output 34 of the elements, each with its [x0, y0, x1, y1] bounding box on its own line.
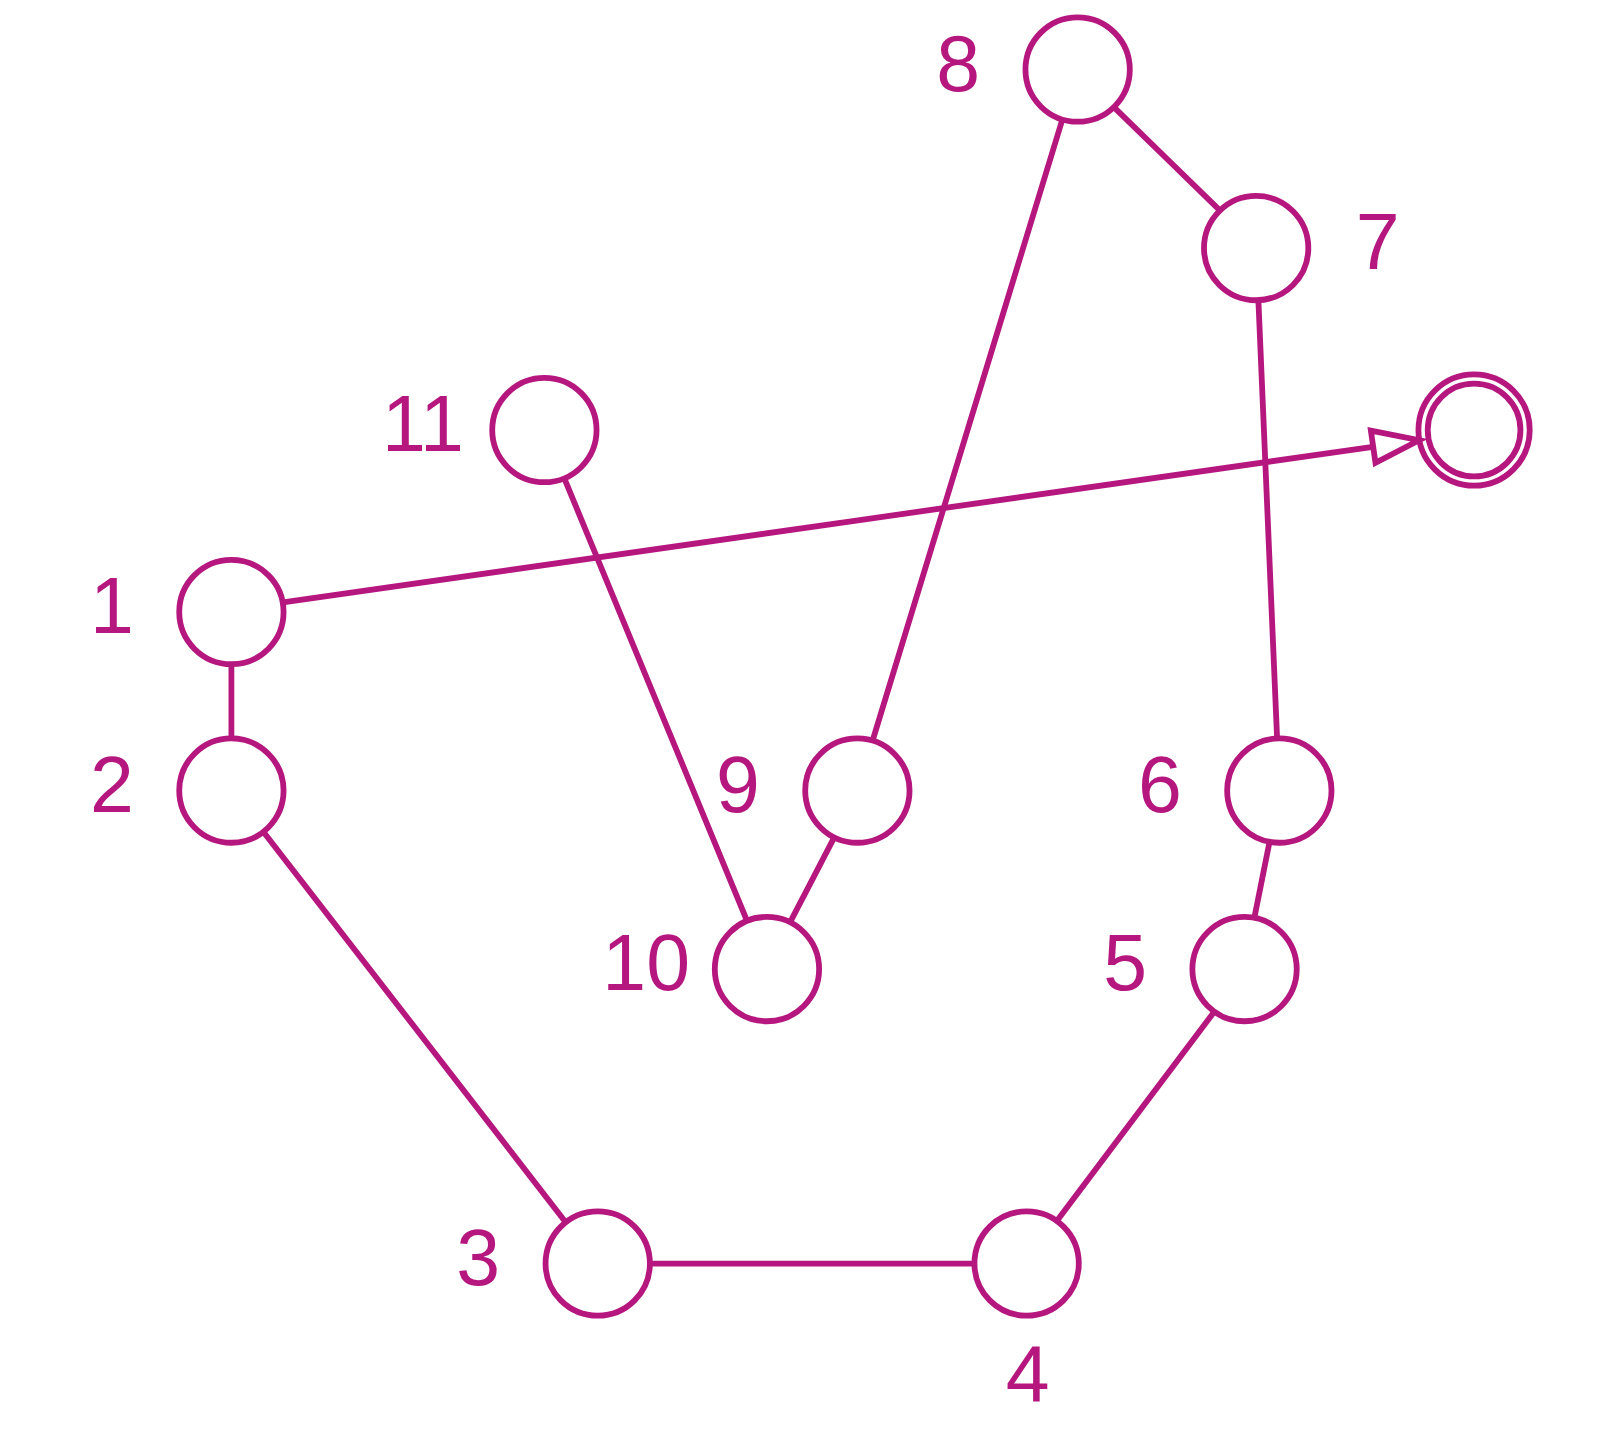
node-label: 8 [936, 19, 981, 108]
node-label: 5 [1103, 919, 1147, 1008]
node-circle [542, 1208, 653, 1319]
node-circle [176, 735, 287, 846]
node-label: 1 [89, 562, 134, 651]
connector [650, 1260, 974, 1267]
node-label: 7 [1355, 198, 1400, 287]
connector [561, 477, 750, 922]
node-circle [1022, 14, 1133, 125]
node-doublecircle [1415, 371, 1533, 489]
node-label: 11 [382, 380, 464, 469]
connector [1055, 1009, 1217, 1223]
connector [1255, 300, 1280, 739]
connector [228, 664, 235, 739]
connector [1112, 105, 1222, 213]
node-label: 3 [456, 1213, 501, 1302]
node-circle [1201, 193, 1312, 304]
node-circle [971, 1208, 1082, 1319]
node-label: 2 [89, 740, 134, 829]
connector [261, 830, 568, 1224]
connector [787, 836, 837, 924]
node-circle [176, 557, 287, 668]
node-circle [802, 735, 913, 846]
node-circle [1224, 735, 1335, 846]
arrow [282, 427, 1428, 606]
node-label: 4 [1005, 1329, 1050, 1418]
connector [870, 119, 1065, 741]
node-circle [1189, 914, 1300, 1025]
connector [1251, 841, 1273, 918]
node-label: 10 [602, 919, 691, 1008]
node-circle [711, 914, 823, 1025]
node-circle [489, 375, 600, 486]
node-label: 9 [715, 740, 760, 829]
node-label: 6 [1137, 740, 1182, 829]
